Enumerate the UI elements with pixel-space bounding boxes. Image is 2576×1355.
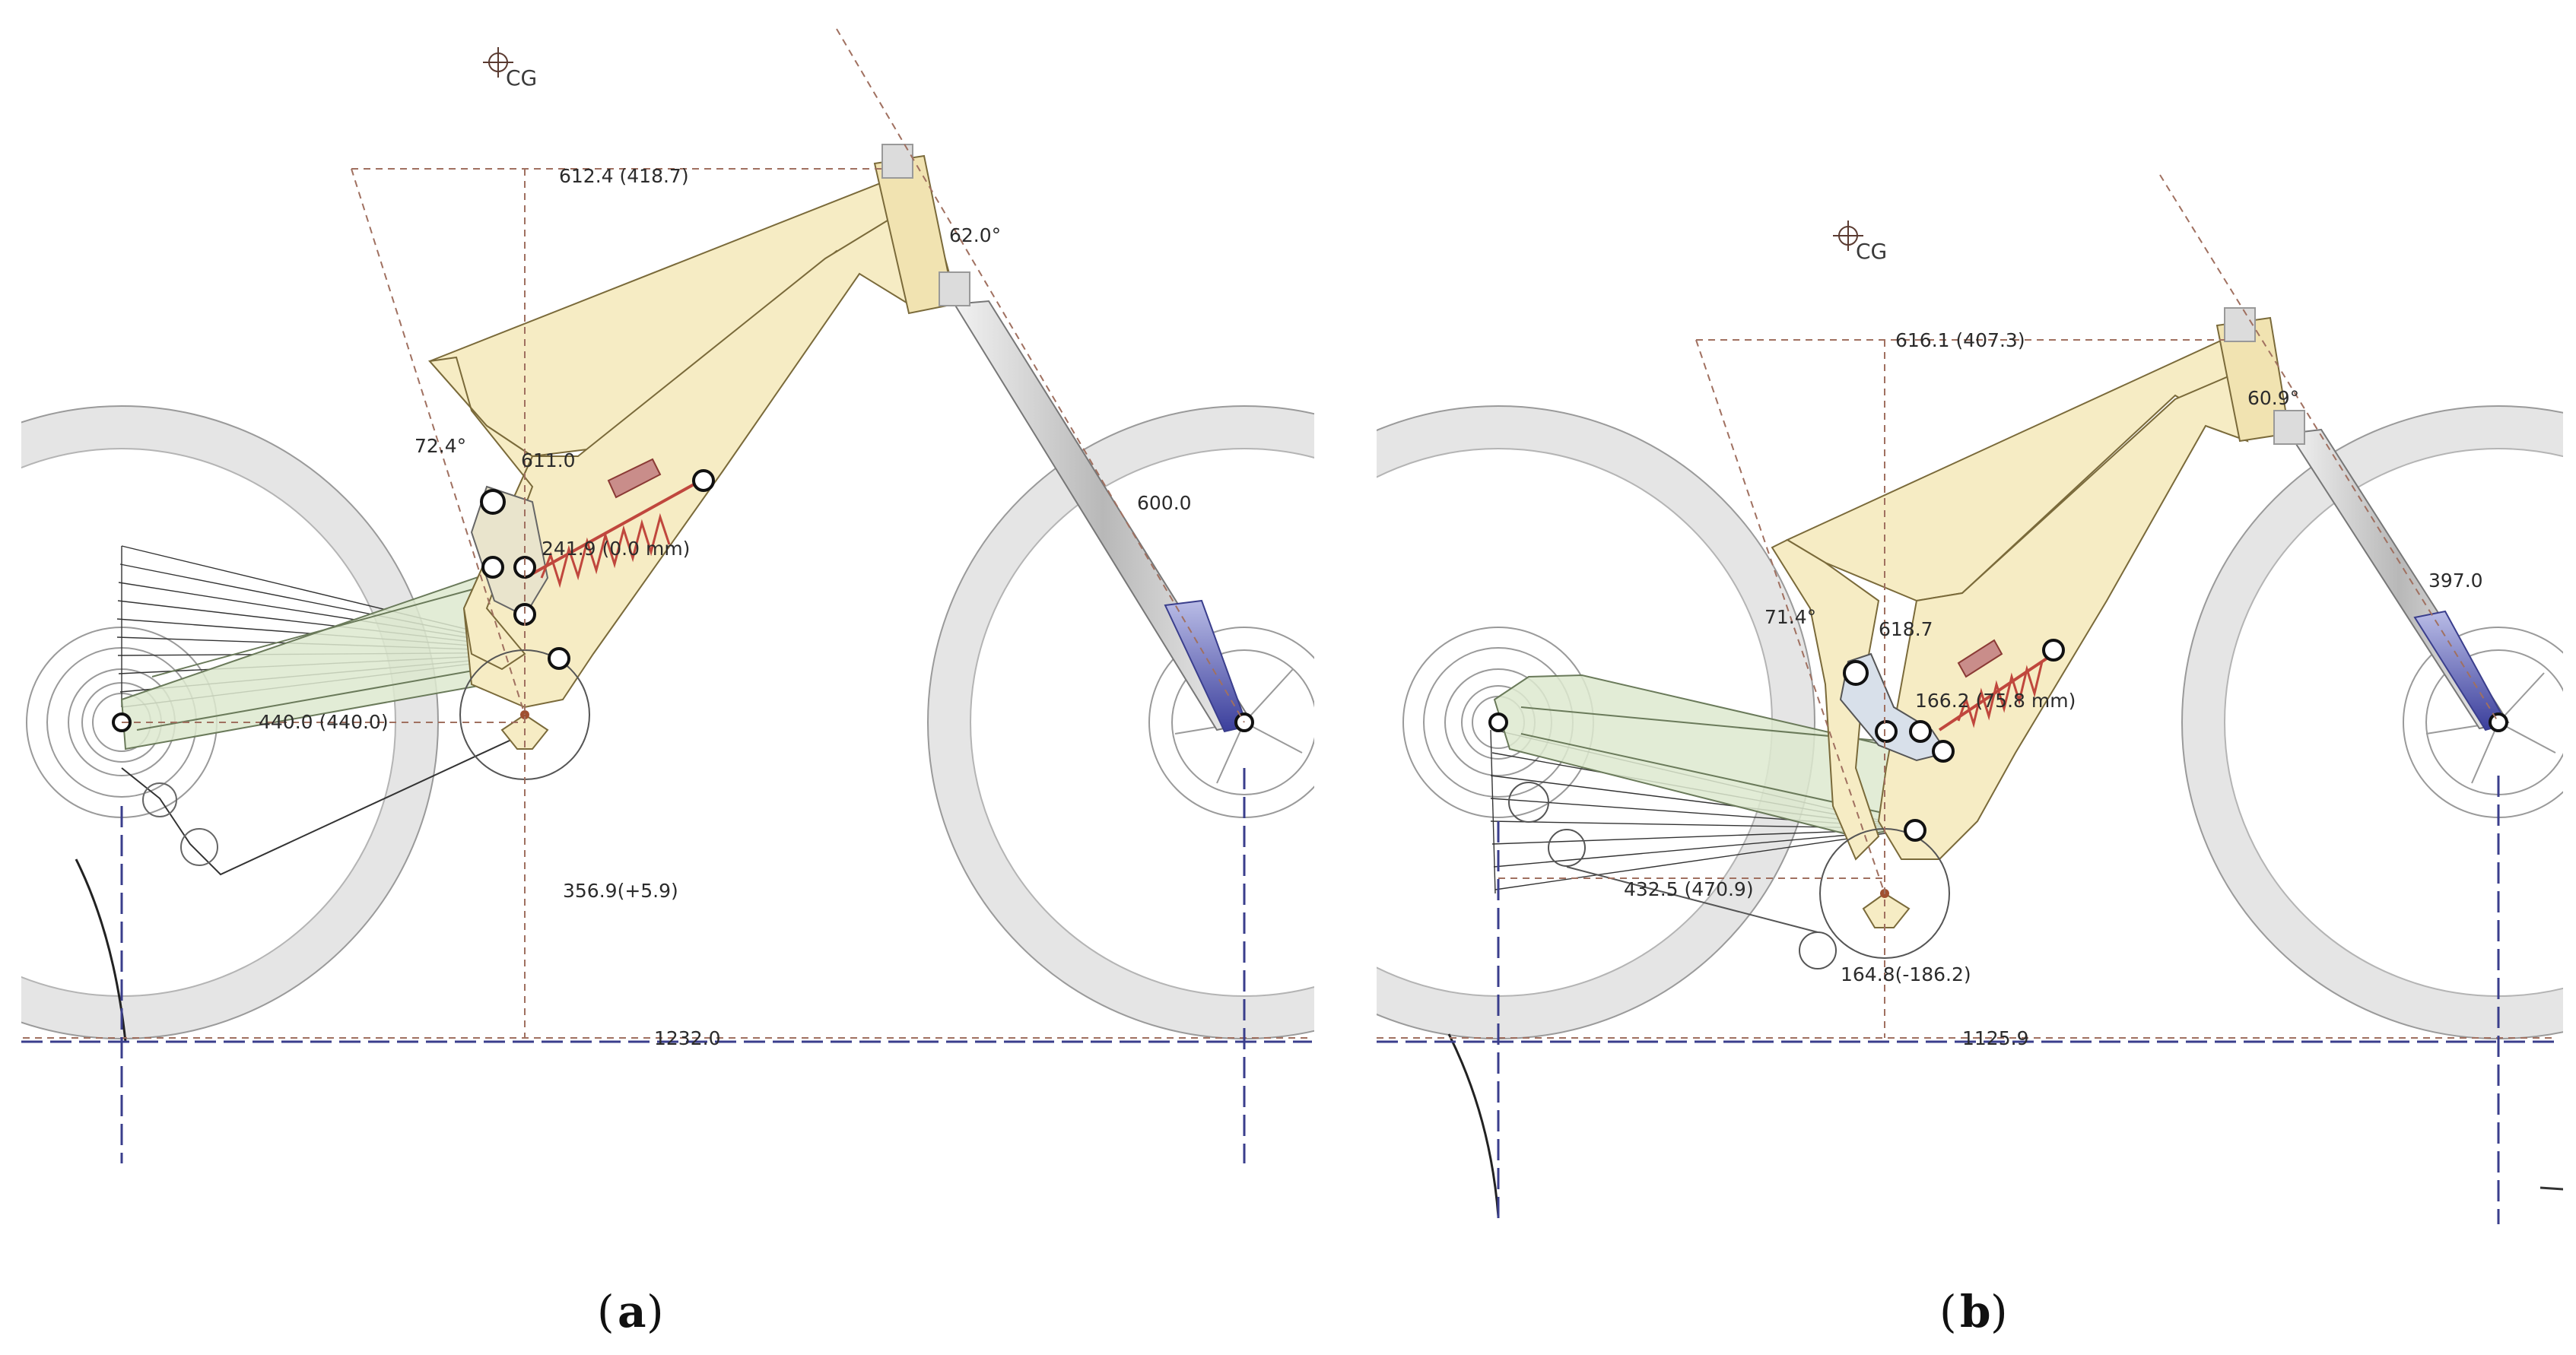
fork-label-b: 397.0 bbox=[2428, 570, 2483, 592]
seat-tube-label-a: 611.0 bbox=[521, 449, 576, 471]
shock-spring-a bbox=[524, 458, 704, 589]
cg-label-a: CG bbox=[506, 65, 537, 90]
chainstay-label-b: 432.5 (470.9) bbox=[1624, 878, 1754, 900]
caption-a: ( a ) bbox=[597, 1286, 664, 1338]
shock-spring-b bbox=[1938, 639, 2055, 731]
frame-b bbox=[1771, 316, 2291, 861]
fork-label-a: 600.0 bbox=[1137, 492, 1192, 514]
svg-text:a: a bbox=[618, 1286, 646, 1338]
cg-marker-a bbox=[483, 47, 513, 78]
cg-marker-b bbox=[1833, 221, 1863, 251]
wheelbase-label-a: 1232.0 bbox=[654, 1027, 720, 1049]
caption-b: ( b ) bbox=[1939, 1286, 2008, 1338]
pivots-a bbox=[112, 469, 1254, 732]
bb-height-label-b: 164.8(-186.2) bbox=[1841, 963, 1971, 985]
svg-text:): ) bbox=[646, 1286, 664, 1338]
edge-tick-b bbox=[2539, 1186, 2563, 1191]
seat-angle-label-b: 71.4° bbox=[1764, 606, 1816, 628]
svg-text:(: ( bbox=[1939, 1286, 1957, 1338]
svg-text:b: b bbox=[1960, 1286, 1991, 1338]
frame-a bbox=[428, 154, 956, 709]
reach-label-b: 616.1 (407.3) bbox=[1895, 329, 2025, 351]
axis-lines-b bbox=[1377, 776, 2555, 1224]
chainstay-label-a: 440.0 (440.0) bbox=[259, 711, 389, 733]
dimension-lines-a bbox=[23, 28, 1312, 1039]
axle-path-arc-b bbox=[1447, 1033, 1500, 1217]
fork-a bbox=[881, 144, 1253, 733]
dimension-lines-b bbox=[1377, 174, 2555, 1039]
chain-a bbox=[121, 729, 533, 876]
head-angle-label-b: 60.9° bbox=[2247, 387, 2299, 409]
svg-text:(: ( bbox=[597, 1286, 615, 1338]
seat-tube-label-b: 618.7 bbox=[1879, 618, 1933, 640]
seat-angle-label-a: 72.4° bbox=[415, 435, 466, 457]
pivots-b bbox=[1488, 639, 2508, 842]
cg-label-b: CG bbox=[1856, 239, 1887, 264]
panel-a bbox=[21, 28, 1314, 1163]
bb-height-label-a: 356.9(+5.9) bbox=[563, 880, 678, 902]
svg-text:): ) bbox=[1990, 1286, 2008, 1338]
wheelbase-label-b: 1125.9 bbox=[1962, 1027, 2028, 1049]
shock-label-b: 166.2 (75.8 mm) bbox=[1915, 690, 2076, 712]
panel-b bbox=[1377, 174, 2563, 1224]
axis-lines-a bbox=[21, 768, 1312, 1163]
head-angle-label-a: 62.0° bbox=[949, 224, 1001, 246]
reach-label-a: 612.4 (418.7) bbox=[559, 165, 689, 187]
shock-label-a: 241.9 (0.0 mm) bbox=[542, 538, 690, 560]
front-wheel-b bbox=[2181, 405, 2563, 1039]
